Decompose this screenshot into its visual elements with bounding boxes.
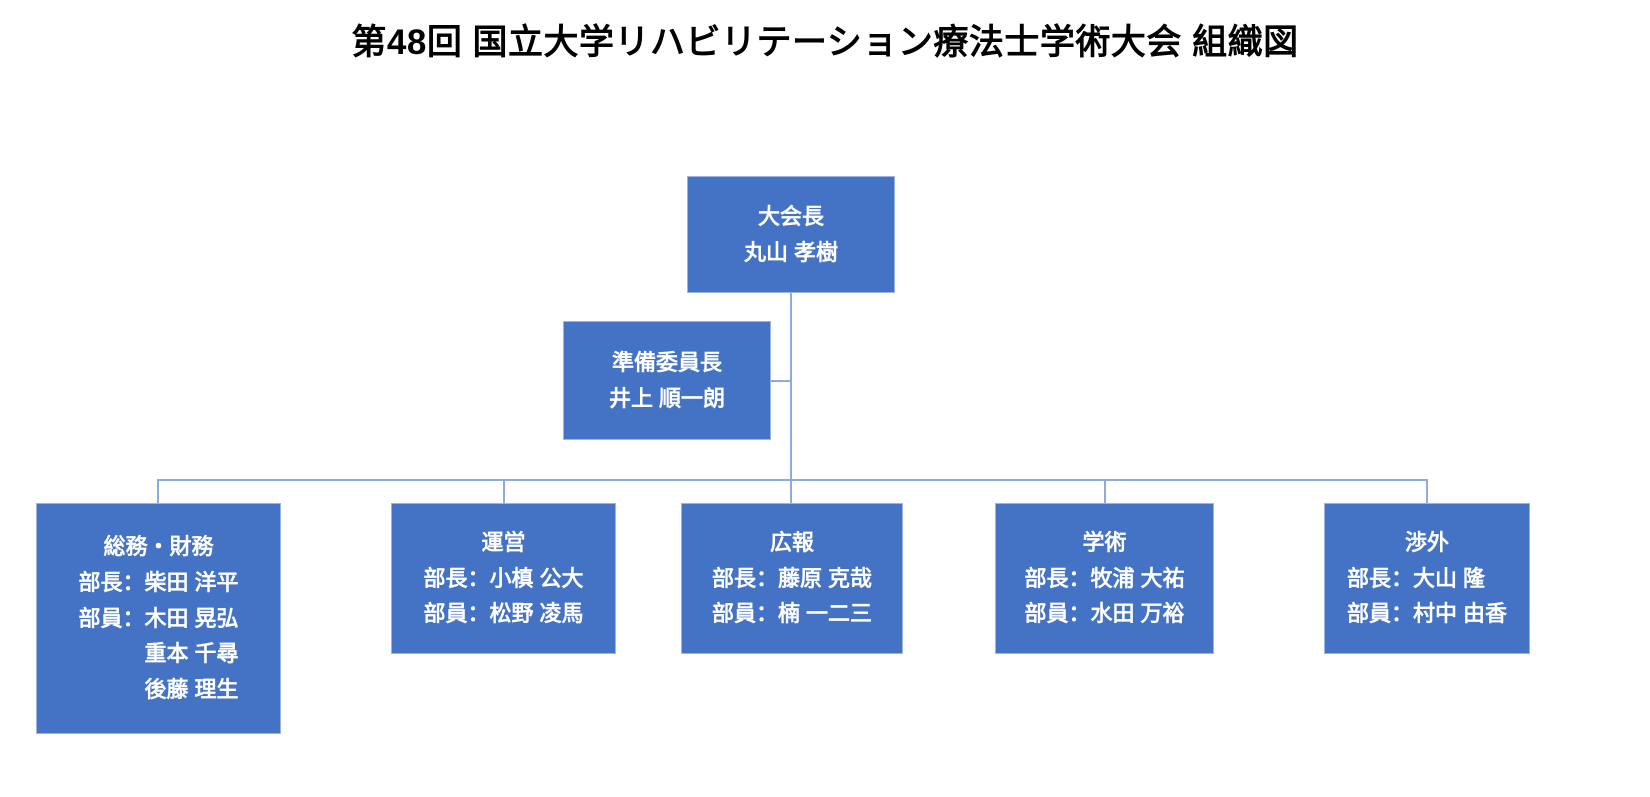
connector-drop-dept-3 (1104, 479, 1106, 504)
org-node-dept-unei[interactable]: 運営 部長：小槙 公大 部員：松野 凌馬 (391, 503, 616, 654)
org-node-dept-shougai[interactable]: 渉外 部長：大山 隆 部員：村中 由香 (1324, 503, 1530, 654)
org-node-dept-soumu-zaimu[interactable]: 総務・財務 部長：柴田 洋平 部員：木田 晃弘 重本 千尋 後藤 理生 (36, 503, 281, 734)
org-node-dept-0-line-0: 総務・財務 (103, 534, 214, 560)
org-node-prep[interactable]: 準備委員長 井上 順一朗 (563, 321, 771, 440)
org-node-dept-0-line-4: 後藤 理生 (78, 676, 239, 702)
connector-drop-dept-4 (1426, 479, 1428, 504)
org-node-dept-2-line-0: 広報 (769, 530, 814, 556)
org-node-chair[interactable]: 大会長 丸山 孝樹 (687, 176, 895, 293)
connector-department-bus (157, 479, 1427, 481)
connector-chair-trunk (790, 293, 792, 480)
org-node-dept-3-line-2: 部員：水田 万裕 (1024, 601, 1185, 627)
connector-drop-dept-2 (790, 479, 792, 504)
connector-drop-dept-0 (157, 479, 159, 504)
org-node-dept-2-line-1: 部長：藤原 克哉 (711, 565, 873, 591)
page-title: 第48回 国立大学リハビリテーション療法士学術大会 組織図 (351, 23, 1299, 62)
org-node-dept-3-line-0: 学術 (1082, 530, 1127, 556)
connector-drop-dept-1 (503, 479, 505, 504)
org-node-chair-line-1: 丸山 孝樹 (743, 239, 839, 265)
org-node-dept-1-line-1: 部長：小槙 公大 (423, 565, 584, 591)
org-node-dept-0-line-3: 重本 千尋 (78, 641, 239, 667)
org-node-dept-4-line-2: 部員：村中 由香 (1346, 601, 1508, 627)
org-node-dept-4-line-0: 渉外 (1404, 530, 1449, 556)
org-node-dept-0-text: 総務・財務 部長：柴田 洋平 部員：木田 晃弘 重本 千尋 後藤 理生 (78, 529, 238, 707)
org-node-dept-1-line-0: 運営 (481, 530, 526, 556)
org-node-dept-1-text: 運営 部長：小槙 公大 部員：松野 凌馬 (423, 525, 583, 632)
org-node-prep-line-1: 井上 順一朗 (608, 385, 726, 411)
org-node-chair-line-0: 大会長 (757, 203, 824, 229)
org-node-dept-gakujutsu[interactable]: 学術 部長：牧浦 大祐 部員：水田 万裕 (995, 503, 1214, 654)
org-node-dept-4-line-1: 部長：大山 隆 (1346, 565, 1486, 591)
org-node-dept-kouhou[interactable]: 広報 部長：藤原 克哉 部員：楠 一二三 (681, 503, 903, 654)
org-node-dept-0-line-1: 部長：柴田 洋平 (78, 570, 239, 596)
org-node-dept-3-line-1: 部長：牧浦 大祐 (1024, 565, 1185, 591)
org-node-prep-line-0: 準備委員長 (611, 349, 722, 375)
org-node-dept-2-line-2: 部員：楠 一二三 (711, 601, 873, 627)
org-node-dept-4-text: 渉外 部長：大山 隆 部員：村中 由香 (1347, 525, 1507, 632)
org-node-dept-3-text: 学術 部長：牧浦 大祐 部員：水田 万裕 (1024, 525, 1184, 632)
connector-prep-stub (771, 380, 792, 382)
org-node-dept-2-text: 広報 部長：藤原 克哉 部員：楠 一二三 (712, 525, 872, 632)
org-node-dept-0-line-2: 部員：木田 晃弘 (78, 605, 239, 631)
org-node-dept-1-line-2: 部員：松野 凌馬 (423, 601, 584, 627)
